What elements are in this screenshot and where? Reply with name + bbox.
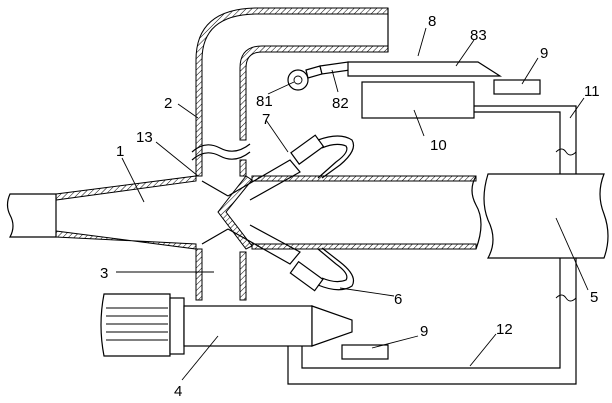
label-12: 12 — [496, 321, 513, 338]
lower-side-nozzle — [227, 224, 355, 292]
label-83: 83 — [470, 27, 487, 44]
label-9-lower: 9 — [420, 323, 428, 340]
upper-side-nozzle — [227, 134, 355, 201]
label-8: 8 — [428, 13, 436, 30]
label-3: 3 — [100, 265, 108, 282]
label-5: 5 — [590, 289, 598, 306]
label-13: 13 — [136, 129, 153, 146]
leader-lines — [116, 27, 589, 381]
box-9-lower — [341, 344, 389, 360]
v-deflector — [217, 175, 253, 250]
box-9-upper — [493, 79, 541, 95]
main-pipe — [251, 173, 609, 259]
part-labels: 1 2 3 4 5 6 7 8 9 9 10 11 12 13 81 82 83 — [100, 13, 600, 400]
label-1: 1 — [116, 143, 124, 160]
label-2: 2 — [164, 95, 172, 112]
box-10 — [361, 81, 475, 119]
bent-duct — [191, 7, 389, 301]
label-4: 4 — [174, 383, 182, 400]
label-11: 11 — [584, 83, 600, 100]
label-6: 6 — [394, 291, 402, 308]
label-10: 10 — [430, 137, 447, 154]
label-81: 81 — [256, 93, 273, 110]
sensor-assembly — [287, 61, 503, 91]
inlet-nozzle — [6, 175, 197, 250]
label-7: 7 — [262, 111, 270, 128]
motor-pump — [100, 293, 353, 357]
label-9-upper: 9 — [540, 45, 548, 62]
piping-lines — [287, 105, 577, 385]
label-82: 82 — [332, 95, 349, 112]
